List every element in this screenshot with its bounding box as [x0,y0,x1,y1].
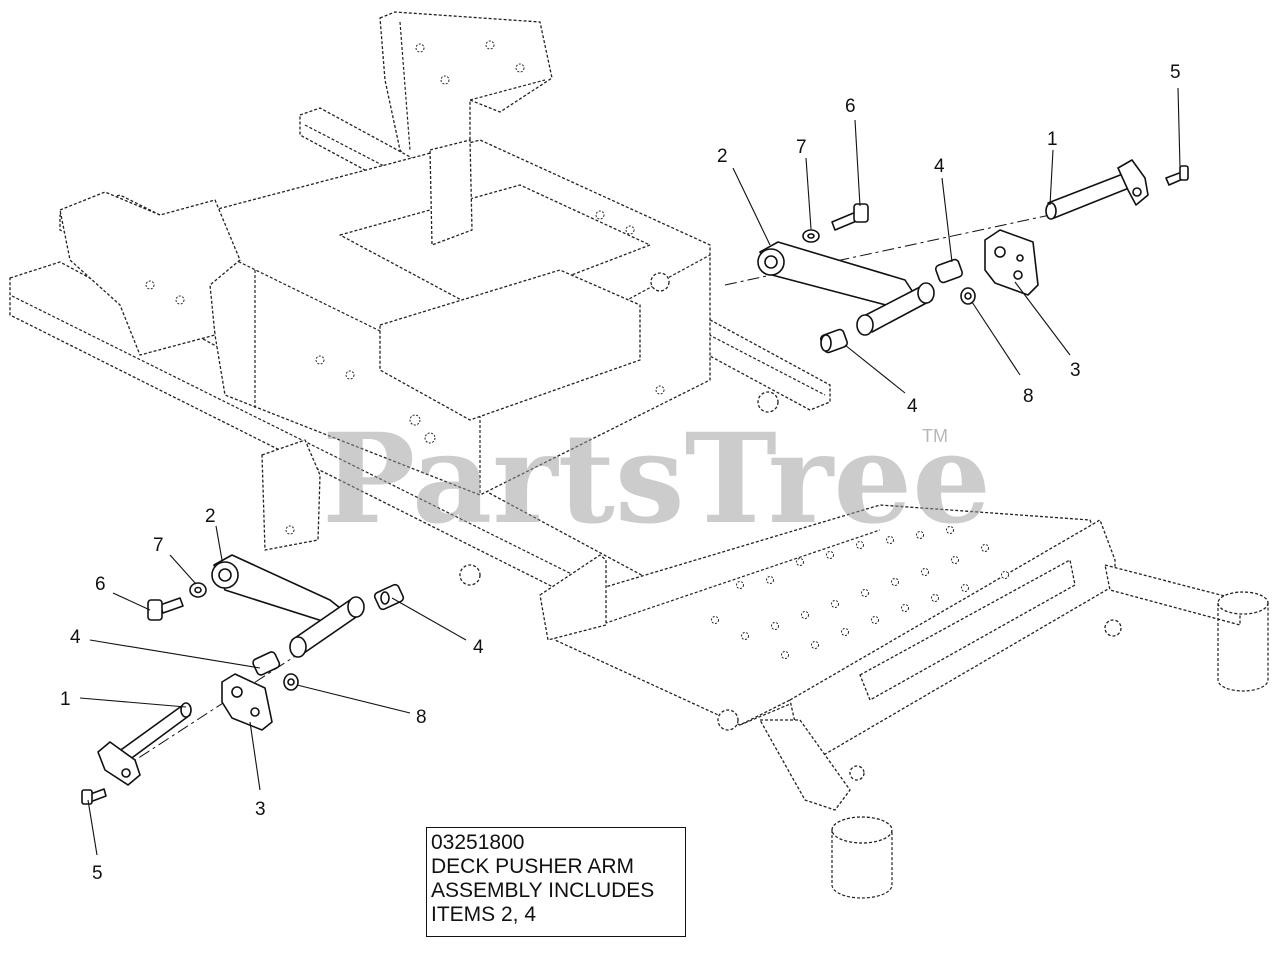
callout-right-4b: 4 [907,396,918,417]
callout-left-4a: 4 [70,627,81,648]
callout-left-8: 8 [416,707,427,728]
callout-right-8: 8 [1023,386,1034,407]
bushing-right-lower [819,328,849,354]
callout-left-3: 3 [255,799,266,820]
nut-left [283,673,299,691]
callout-left-5: 5 [92,863,103,884]
callout-labels: 1 2 3 4 4 5 6 7 8 1 2 3 4 4 5 6 7 8 [60,62,1181,884]
callout-right-7: 7 [796,137,807,158]
leader-lines [79,87,1181,856]
mounting-plate-right [984,229,1039,296]
pivot-pin-right [1045,159,1149,220]
left-pusher-arm-assembly [81,554,405,805]
assembly-note-box: 03251800 DECK PUSHER ARM ASSEMBLY INCLUD… [426,827,686,937]
pivot-pin-left [97,702,192,786]
callout-right-1: 1 [1047,129,1058,150]
callout-right-4a: 4 [934,156,945,177]
callout-right-3: 3 [1070,360,1081,381]
note-line-3: ASSEMBLY INCLUDES [431,879,655,902]
bushing-right-upper [934,258,964,284]
bolt-left [147,597,184,621]
callout-left-2: 2 [205,506,216,527]
bolt-right [831,203,869,231]
mower-frame [9,11,1269,899]
bushing-left-upper [373,583,405,611]
bolt-small-right [1165,165,1189,186]
callout-right-2: 2 [717,146,728,167]
pusher-arm-left [211,554,365,658]
note-line-4: ITEMS 2, 4 [431,903,537,926]
mounting-plate-left [221,673,273,731]
callout-left-6: 6 [95,574,106,595]
bushing-left-lower [252,651,281,676]
watermark-text: PartsTree [322,407,991,552]
right-pusher-arm-assembly [724,159,1189,354]
note-part-number: 03251800 [431,831,525,854]
callout-right-5: 5 [1170,62,1181,83]
callout-right-6: 6 [845,96,856,117]
nut-right [960,287,976,305]
bolt-small-left [81,788,107,805]
washer-left [189,582,207,598]
washer-right [802,229,820,243]
callout-left-4b: 4 [473,637,484,658]
callout-left-7: 7 [153,535,164,556]
note-line-2: DECK PUSHER ARM [431,855,635,878]
pusher-arm-right [757,241,935,336]
callout-left-1: 1 [60,689,71,710]
watermark-trademark: TM [922,426,948,446]
